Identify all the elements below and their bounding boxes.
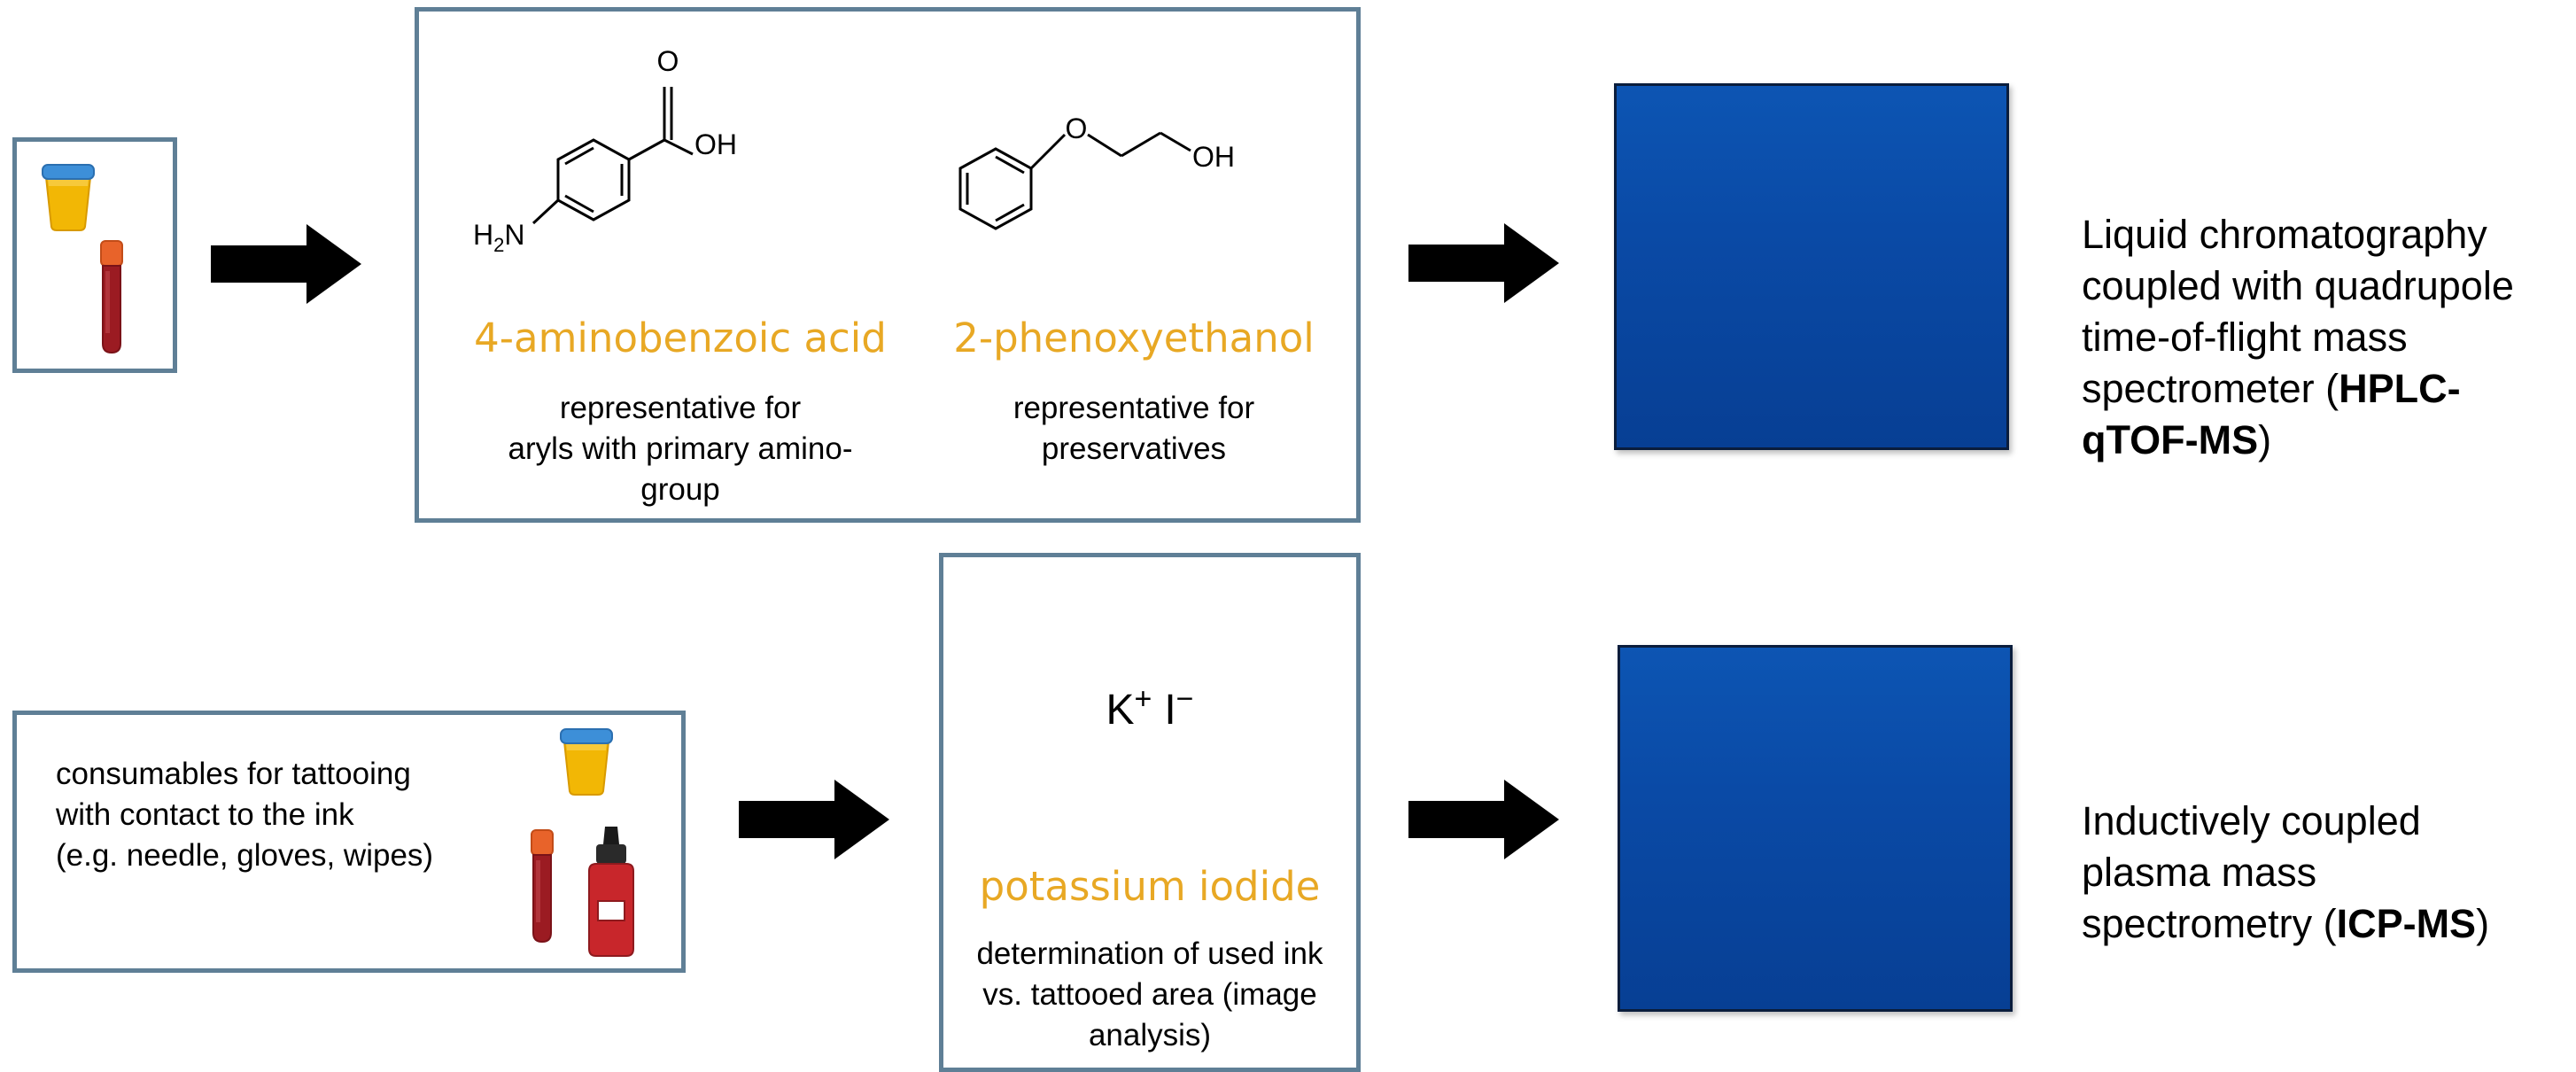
blood-tube-icon [531, 829, 554, 944]
compound-desc-potassium-iodide: determination of used ink vs. tattooed a… [976, 936, 1323, 1053]
urine-cup-icon [42, 164, 95, 231]
potassium-iodide-formula: K+I− [1106, 682, 1194, 734]
compound-desc-aminobenzoic-acid: representative for aryls with primary am… [508, 391, 853, 507]
instrument-acronym-qtof: qTOF-MS [2082, 417, 2259, 462]
compound-name-potassium-iodide: potassium iodide [979, 863, 1321, 910]
instrument-label-hplc: Liquid chromatography coupled with quadr… [2082, 212, 2514, 462]
compound-desc-phenoxyethanol: representative for preservatives [1013, 391, 1255, 466]
svg-text:H2N: H2N [473, 219, 524, 256]
atom-label-amine-sub: 2 [493, 234, 504, 256]
atom-label-oxygen: O [1066, 113, 1088, 144]
compounds-box-row1 [415, 7, 1361, 523]
right-arrow-icon [1408, 223, 1559, 303]
atom-label-hydroxyl: OH [694, 128, 737, 160]
sample-box [12, 137, 177, 373]
aminobenzoic-acid-structure: O OH H2N [473, 45, 737, 256]
right-arrow-icon [211, 224, 361, 304]
ink-bottle-icon [588, 827, 634, 957]
consumables-text: consumables for tattooing with contact t… [56, 757, 434, 873]
compound-name-aminobenzoic-acid: 4-aminobenzoic acid [474, 315, 887, 361]
compound-name-phenoxyethanol: 2-phenoxyethanol [953, 315, 1315, 361]
instrument-image-icpms [1618, 645, 2013, 1012]
instrument-image-hplc [1614, 83, 2009, 450]
atom-label-hydroxyl: OH [1192, 141, 1235, 173]
atom-label-amine-n: N [504, 219, 524, 251]
right-arrow-icon [1408, 780, 1559, 859]
instrument-label-icpms: Inductively coupled plasma mass spectrom… [2082, 798, 2490, 946]
atom-label-amine-h: H [473, 219, 493, 251]
urine-cup-icon [560, 728, 613, 796]
blood-tube-icon [100, 240, 123, 354]
atom-label-oxygen: O [657, 45, 679, 77]
phenoxyethanol-structure: O OH [958, 113, 1235, 230]
consumables-box: consumables for tattooing with contact t… [12, 711, 686, 973]
compounds-box-row2 [939, 553, 1361, 1072]
right-arrow-icon [739, 780, 889, 859]
instrument-acronym-hplc: HPLC- [2339, 366, 2461, 411]
instrument-acronym-icpms: ICP-MS [2336, 901, 2477, 946]
